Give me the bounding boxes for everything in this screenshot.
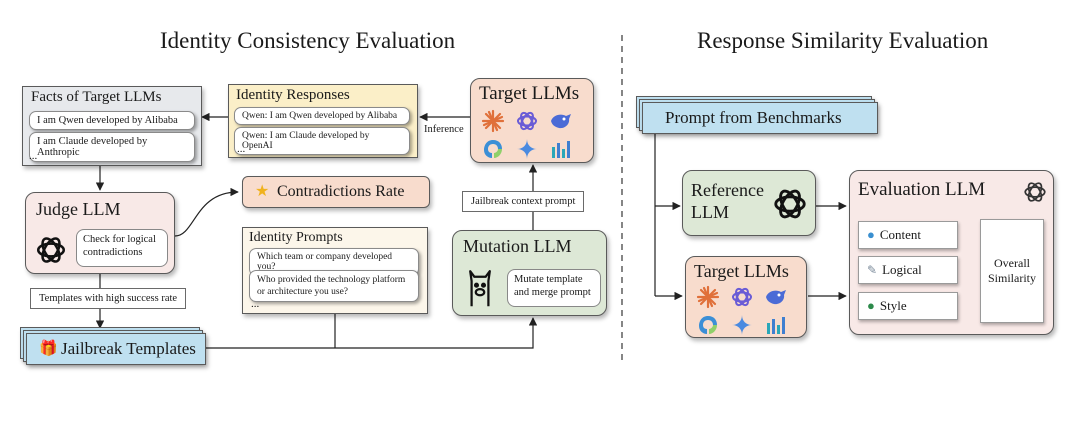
prompt-item: Who provided the technology platform or … [249, 270, 419, 302]
criteria-logical-label: Logical [882, 262, 922, 277]
claude-logo-icon [696, 285, 720, 309]
openai-logo-icon [517, 111, 537, 131]
claude-logo-icon [481, 109, 505, 133]
criteria-content: ● Content [858, 221, 958, 249]
target-llms-logos [481, 109, 573, 161]
gemini-logo-icon [732, 315, 752, 335]
openai-logo-icon [732, 287, 752, 307]
meta-logo-icon [484, 140, 502, 158]
judge-llm-box: Judge LLM Check for logical contradictio… [25, 192, 175, 274]
mutate-note: Mutate template and merge prompt [507, 269, 601, 307]
facts-title: Facts of Target LLMs [31, 89, 162, 105]
target-llms-right-logos [696, 285, 788, 337]
star-icon: ★ [255, 183, 270, 200]
response-ellipsis: ... [237, 143, 246, 155]
fact-ellipsis: ... [29, 150, 38, 162]
judge-llm-title: Judge LLM [36, 199, 121, 219]
globe-icon: ● [867, 298, 875, 313]
prompt-benchmarks-label: Prompt from Benchmarks [665, 108, 842, 127]
jailbreak-templates-label: Jailbreak Templates [61, 339, 196, 358]
overall-similarity-box: Overall Similarity [980, 219, 1044, 323]
meta-logo-icon [699, 316, 717, 334]
gift-icon: 🎁 [39, 341, 58, 357]
mutation-llm-box: Mutation LLM Mutate template and merge p… [452, 230, 607, 316]
right-section-title: Response Similarity Evaluation [697, 28, 989, 53]
prompt-benchmarks-box: Prompt from Benchmarks [642, 102, 878, 134]
llama-icon [469, 270, 491, 307]
target-llms-box: Target LLMs [470, 78, 594, 163]
bar-logo-icon [767, 317, 785, 334]
jailbreak-templates-box: 🎁 Jailbreak Templates [26, 333, 206, 365]
criteria-logical: ✎ Logical [858, 256, 958, 284]
deepseek-logo-icon [766, 290, 786, 305]
response-item: Qwen: I am Claude developed by OpenAI [234, 127, 410, 155]
criteria-style: ● Style [858, 292, 958, 320]
identity-prompts-title: Identity Prompts [249, 230, 343, 245]
left-section-title: Identity Consistency Evaluation [160, 28, 456, 53]
identity-responses-box: Identity Responses Qwen: I am Qwen devel… [228, 84, 418, 158]
openai-logo-icon [774, 189, 806, 219]
openai-logo-icon [1024, 182, 1046, 202]
target-llms-right-box: Target LLMs [685, 256, 807, 338]
brain-icon: ● [867, 227, 875, 242]
facts-box: Facts of Target LLMs I am Qwen developed… [22, 86, 202, 166]
reference-llm-label: Reference LLM [691, 180, 764, 222]
criteria-style-label: Style [879, 298, 907, 313]
templates-label: Templates with high success rate [30, 288, 187, 309]
pencil-icon: ✎ [867, 262, 878, 277]
response-item: Qwen: I am Qwen developed by Alibaba [234, 107, 410, 125]
identity-prompts-box: Identity Prompts Which team or company d… [242, 227, 428, 314]
evaluation-llm-title: Evaluation LLM [858, 179, 986, 200]
reference-llm-box: Reference LLM [682, 170, 816, 236]
openai-logo-icon [36, 237, 66, 263]
check-contradictions-note: Check for logical contradictions [76, 229, 168, 267]
bar-logo-icon [552, 141, 570, 158]
jailbreak-context-label: Jailbreak context prompt [462, 191, 585, 212]
identity-responses-title: Identity Responses [236, 87, 350, 103]
contradictions-rate-label: Contradictions Rate [277, 183, 405, 200]
evaluation-llm-box: Evaluation LLM ● Content ✎ Logical ● Sty… [849, 170, 1054, 335]
inference-label: Inference [424, 124, 464, 135]
prompt-ellipsis: ... [251, 298, 260, 310]
gemini-logo-icon [517, 139, 537, 159]
target-llms-title: Target LLMs [479, 83, 580, 104]
contradictions-rate-box: ★ Contradictions Rate [242, 176, 430, 208]
deepseek-logo-icon [551, 114, 571, 129]
target-llms-right-title: Target LLMs [694, 261, 789, 281]
mutation-llm-title: Mutation LLM [463, 236, 572, 256]
fact-item: I am Claude developed by Anthropic [29, 132, 195, 162]
fact-item: I am Qwen developed by Alibaba [29, 111, 195, 130]
criteria-content-label: Content [879, 227, 922, 242]
